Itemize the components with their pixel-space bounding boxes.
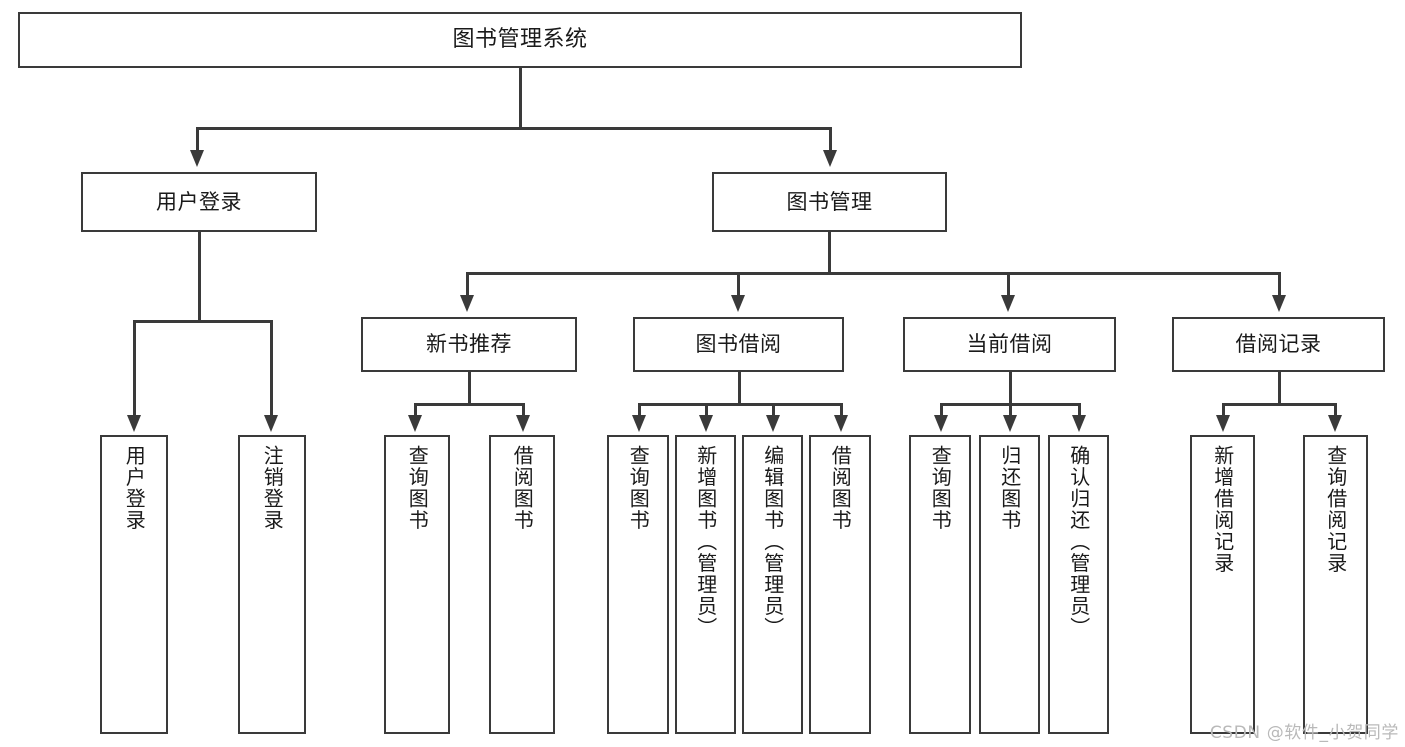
- arrow-to-leaf-confirm-return: [1072, 415, 1086, 432]
- arrow-to-borrow-record: [1272, 295, 1286, 312]
- connector-to-new-book-recommend: [466, 272, 469, 297]
- arrow-to-new-book-recommend: [460, 295, 474, 312]
- connector-book-borrow-bus: [638, 403, 842, 406]
- node-label: 借阅记录: [1235, 332, 1322, 357]
- node-label: 图书管理系统: [452, 27, 588, 53]
- arrow-to-leaf-borrow-book-1: [516, 415, 530, 432]
- node-book-borrow: 图书借阅: [633, 317, 844, 372]
- node-label: 查询图书: [928, 445, 953, 531]
- node-label: 图书管理: [786, 189, 873, 214]
- arrow-root-to-book-manage: [823, 150, 837, 167]
- connector-borrow-record-bus: [1222, 403, 1336, 406]
- node-leaf-confirm-return: 确认归还（管理员）: [1048, 435, 1109, 734]
- connector-book-manage-stem: [828, 232, 831, 274]
- connector-root-bus: [196, 127, 831, 130]
- arrow-to-leaf-return-book: [1003, 415, 1017, 432]
- node-borrow-record: 借阅记录: [1172, 317, 1385, 372]
- node-leaf-borrow-book-1: 借阅图书: [489, 435, 555, 734]
- arrow-to-leaf-query-book-1: [408, 415, 422, 432]
- connector-book-borrow-stem: [738, 372, 741, 405]
- node-label: 借阅图书: [828, 445, 853, 531]
- node-new-book-recommend: 新书推荐: [361, 317, 577, 372]
- node-leaf-add-book: 新增图书（管理员）: [675, 435, 736, 734]
- node-leaf-query-book-1: 查询图书: [384, 435, 450, 734]
- connector-root-stem: [519, 68, 522, 128]
- node-leaf-borrow-book-2: 借阅图书: [809, 435, 871, 734]
- arrow-to-leaf-query-borrow-record: [1328, 415, 1342, 432]
- connector-bb-drop-2: [705, 403, 708, 417]
- node-user-login: 用户登录: [81, 172, 317, 232]
- arrow-to-leaf-user-login: [127, 415, 141, 432]
- connector-user-login-stem: [198, 232, 201, 322]
- connector-bb-drop-3: [772, 403, 775, 417]
- connector-root-to-user-login: [196, 127, 199, 152]
- node-label: 新书推荐: [426, 332, 512, 357]
- node-label: 注销登录: [260, 445, 285, 531]
- connector-to-borrow-record: [1278, 272, 1281, 297]
- connector-borrow-record-stem: [1278, 372, 1281, 405]
- node-label: 新增图书（管理员）: [693, 445, 718, 639]
- connector-to-book-borrow: [737, 272, 740, 297]
- node-root-system: 图书管理系统: [18, 12, 1022, 68]
- connector-cb-drop-3: [1078, 403, 1081, 417]
- node-label: 归还图书: [997, 445, 1022, 531]
- node-label: 查询借阅记录: [1323, 445, 1348, 574]
- arrow-root-to-user-login: [190, 150, 204, 167]
- connector-nbr-drop-1: [414, 403, 417, 417]
- connector-user-login-left-drop: [133, 320, 136, 417]
- node-label: 编辑图书（管理员）: [760, 445, 785, 639]
- node-book-manage: 图书管理: [712, 172, 947, 232]
- node-label: 查询图书: [405, 445, 430, 531]
- connector-current-borrow-stem: [1009, 372, 1012, 405]
- arrow-to-current-borrow: [1001, 295, 1015, 312]
- arrow-to-leaf-query-book-2: [632, 415, 646, 432]
- node-current-borrow: 当前借阅: [903, 317, 1116, 372]
- node-label: 用户登录: [122, 445, 147, 531]
- node-label: 借阅图书: [510, 445, 535, 531]
- arrow-to-book-borrow: [731, 295, 745, 312]
- node-leaf-logout-login: 注销登录: [238, 435, 306, 734]
- arrow-to-leaf-edit-book: [766, 415, 780, 432]
- connector-br-drop-2: [1334, 403, 1337, 417]
- watermark-text: CSDN @软件_小贺同学: [1209, 723, 1399, 743]
- connector-cb-drop-1: [940, 403, 943, 417]
- node-leaf-user-login: 用户登录: [100, 435, 168, 734]
- connector-cb-drop-2: [1009, 403, 1012, 417]
- arrow-to-leaf-add-book: [699, 415, 713, 432]
- arrow-to-leaf-borrow-book-2: [834, 415, 848, 432]
- node-leaf-query-borrow-record: 查询借阅记录: [1303, 435, 1368, 734]
- connector-nbr-drop-2: [522, 403, 525, 417]
- connector-br-drop-1: [1222, 403, 1225, 417]
- arrow-to-leaf-logout-login: [264, 415, 278, 432]
- connector-new-book-recommend-stem: [468, 372, 471, 405]
- node-leaf-edit-book: 编辑图书（管理员）: [742, 435, 803, 734]
- node-label: 当前借阅: [966, 332, 1053, 357]
- connector-user-login-bus: [133, 320, 272, 323]
- connector-to-current-borrow: [1007, 272, 1010, 297]
- node-leaf-query-book-2: 查询图书: [607, 435, 669, 734]
- arrow-to-leaf-add-borrow-record: [1216, 415, 1230, 432]
- node-label: 用户登录: [156, 189, 242, 214]
- connector-bb-drop-1: [638, 403, 641, 417]
- connector-root-to-book-manage: [829, 127, 832, 152]
- node-leaf-query-book-3: 查询图书: [909, 435, 971, 734]
- node-leaf-add-borrow-record: 新增借阅记录: [1190, 435, 1255, 734]
- connector-new-book-recommend-bus: [414, 403, 524, 406]
- connector-book-manage-bus: [466, 272, 1280, 275]
- node-label: 确认归还（管理员）: [1066, 445, 1091, 639]
- arrow-to-leaf-query-book-3: [934, 415, 948, 432]
- connector-bb-drop-4: [840, 403, 843, 417]
- node-leaf-return-book: 归还图书: [979, 435, 1040, 734]
- node-label: 查询图书: [626, 445, 651, 531]
- connector-user-login-right-drop: [270, 320, 273, 417]
- node-label: 图书借阅: [695, 332, 782, 357]
- node-label: 新增借阅记录: [1210, 445, 1235, 574]
